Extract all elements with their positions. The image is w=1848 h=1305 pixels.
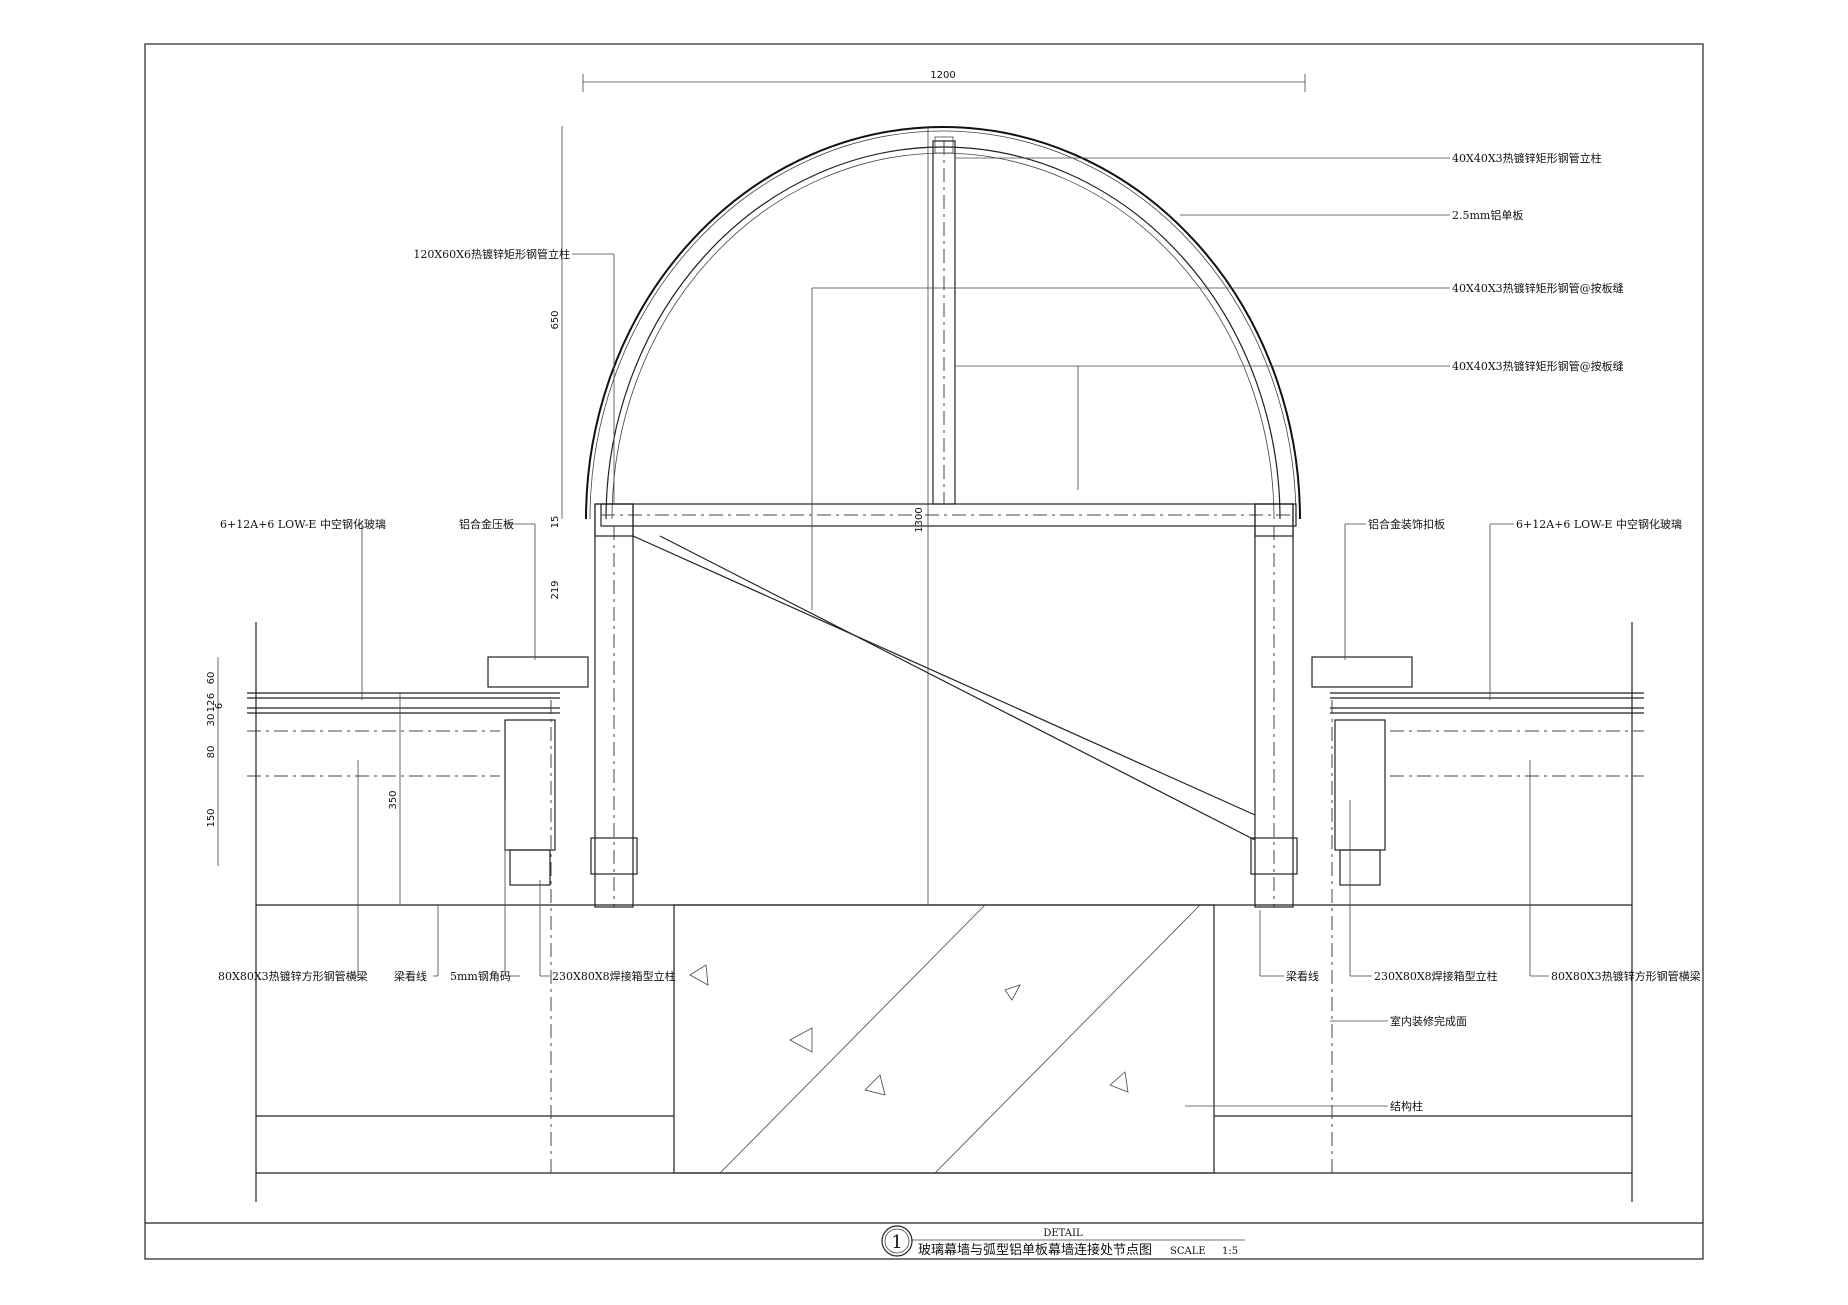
- label-beam-left: 80X80X3热镀锌方形钢管横梁: [218, 969, 368, 983]
- label-beam-line-left: 梁看线: [394, 969, 427, 983]
- svg-text:1200: 1200: [930, 70, 955, 81]
- label-decor-cover: 铝合金装饰扣板: [1368, 517, 1445, 531]
- scale-label: SCALE: [1170, 1246, 1206, 1257]
- label-aluminum-panel: 2.5mm铝单板: [1452, 208, 1523, 222]
- title-block: 1 DETAIL 玻璃幕墙与弧型铝单板幕墙连接处节点图 SCALE 1:5: [881, 1225, 1245, 1258]
- right-steel-post: [1250, 503, 1298, 908]
- label-steel-tube-b: 40X40X3热镀锌矩形钢管@按板缝: [1452, 359, 1624, 373]
- center-steel-tube: [932, 136, 956, 505]
- dim-left-stack: 60 6 12 6 30 80 150: [206, 657, 225, 866]
- left-glass-unit: [247, 656, 589, 886]
- detail-heading: DETAIL: [1043, 1228, 1083, 1239]
- detail-number: 1: [891, 1232, 902, 1253]
- svg-text:350: 350: [388, 790, 399, 809]
- svg-text:650: 650: [550, 310, 561, 329]
- label-box-column-right: 230X80X8焊接箱型立柱: [1374, 969, 1498, 983]
- svg-text:6: 6: [214, 703, 225, 709]
- label-structural-column: 结构柱: [1390, 1099, 1423, 1113]
- dim-1300: 1300: [914, 507, 925, 532]
- arched-aluminum-panel: [585, 126, 1301, 520]
- leader-lines: [356, 157, 1549, 1107]
- svg-text:80: 80: [206, 746, 217, 759]
- dim-350: 350: [388, 693, 401, 905]
- svg-text:60: 60: [206, 672, 217, 685]
- dim-1200: 1200: [582, 70, 1306, 92]
- label-steel-post-40: 40X40X3热镀锌矩形钢管立柱: [1452, 151, 1602, 165]
- structural-column-hatch: [673, 904, 1215, 1174]
- label-box-column-left: 230X80X8焊接箱型立柱: [552, 969, 676, 983]
- label-beam-line-right: 梁看线: [1286, 969, 1319, 983]
- right-glass-unit: [1311, 656, 1644, 886]
- dim-15: 15: [550, 516, 561, 529]
- label-interior-finish: 室内装修完成面: [1390, 1014, 1467, 1028]
- label-glass-right: 6+12A+6 LOW-E 中空钢化玻璃: [1516, 517, 1682, 531]
- svg-text:6: 6: [206, 693, 217, 699]
- svg-text:150: 150: [206, 808, 217, 827]
- svg-text:30: 30: [206, 714, 217, 727]
- label-angle-bracket: 5mm钢角码: [450, 970, 511, 983]
- dim-650: 650: [550, 126, 563, 519]
- drawing-frame: [144, 43, 1704, 1260]
- label-steel-post-120: 120X60X6热镀锌矩形钢管立柱: [413, 247, 570, 261]
- floor-slab: [255, 622, 1633, 1202]
- svg-text:12: 12: [206, 700, 217, 713]
- horizontal-steel-tube: [600, 503, 1297, 527]
- left-steel-post: [590, 503, 638, 908]
- scale-value: 1:5: [1222, 1246, 1238, 1257]
- label-pressure-plate: 铝合金压板: [459, 517, 514, 531]
- diagonal-brace: [632, 535, 1256, 841]
- label-glass-left: 6+12A+6 LOW-E 中空钢化玻璃: [220, 517, 386, 531]
- label-steel-tube-a: 40X40X3热镀锌矩形钢管@按板缝: [1452, 281, 1624, 295]
- dim-219: 219: [550, 580, 561, 599]
- label-beam-right: 80X80X3热镀锌方形钢管横梁: [1551, 969, 1701, 983]
- detail-title: 玻璃幕墙与弧型铝单板幕墙连接处节点图: [918, 1242, 1152, 1258]
